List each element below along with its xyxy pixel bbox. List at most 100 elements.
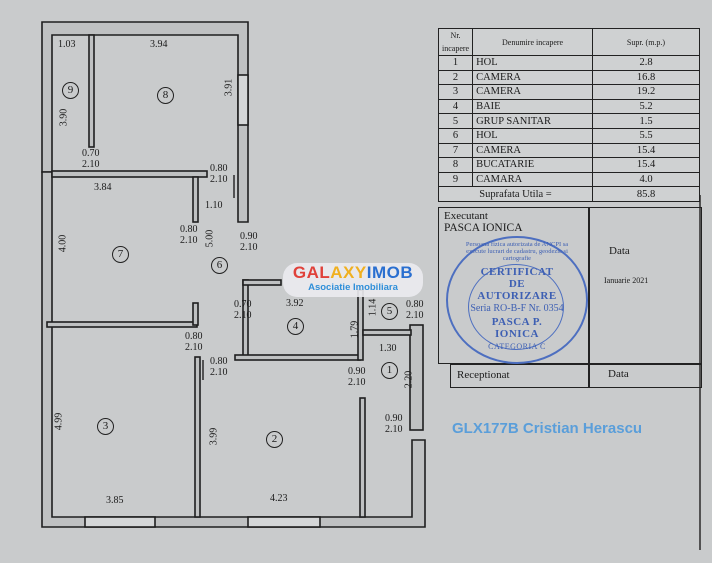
data-value: Ianuarie 2021	[604, 276, 649, 285]
stamp-line: AUTORIZARE	[477, 290, 557, 302]
dim-label: 2.20	[403, 370, 415, 389]
wall-3-2	[194, 356, 201, 518]
row-area: 15.4	[592, 142, 700, 159]
dim-label: 3.85	[106, 495, 124, 506]
receptionat-box	[450, 364, 590, 388]
total-label: Suprafata Utila =	[438, 186, 593, 202]
stamp-line: IONICA	[495, 328, 539, 340]
room-number: 5	[381, 303, 398, 320]
wall-2-1	[359, 397, 366, 518]
room-number: 7	[112, 246, 129, 263]
authorization-stamp: Persoana fizica autorizata de ANCPI sa e…	[446, 236, 588, 364]
dim-label: 3.90	[58, 108, 70, 127]
total-value: 85.8	[592, 186, 700, 202]
room-number: 4	[287, 318, 304, 335]
room-number: 1	[381, 362, 398, 379]
wall-7-hall	[192, 176, 199, 223]
room-number: 3	[97, 418, 114, 435]
stamp-category: CATEGORIA C	[488, 342, 546, 351]
total-row: Suprafata Utila = 85.8	[438, 186, 700, 202]
stamp-line: DE	[508, 278, 526, 290]
table-header: Nr. incapere Denumire incapere Supr. (m.…	[437, 28, 700, 56]
window	[84, 516, 156, 528]
wall-hall	[192, 302, 199, 326]
wall-9-8	[88, 34, 95, 148]
data2-label: Data	[608, 368, 629, 380]
rooms-table: Nr. incapere Denumire incapere Supr. (m.…	[437, 28, 700, 202]
receptionat-label: Receptionat	[457, 369, 510, 381]
dim-label: 1.14	[367, 298, 379, 317]
dim-label: 3.84	[94, 182, 112, 193]
dim-label: 1.30	[379, 343, 397, 354]
executant-label: Executant	[444, 210, 488, 222]
wall-4-bottom	[234, 354, 361, 361]
row-area: 19.2	[592, 84, 700, 100]
row-name: HOL	[472, 127, 593, 144]
stamp-line: CERTIFICAT	[480, 266, 554, 278]
dim-label: 1.10	[205, 200, 223, 211]
row-name: CAMERA	[472, 69, 593, 86]
header-nr: Nr. incapere	[437, 28, 474, 56]
dim-label: 3.99	[208, 427, 220, 446]
row-name: CAMARA	[472, 171, 593, 188]
row-nr: 9	[437, 171, 474, 188]
room-number: 2	[266, 431, 283, 448]
agent-watermark: GLX177B Cristian Herascu	[452, 420, 643, 437]
dim-label: 1.03	[58, 39, 76, 50]
wall-8-7	[51, 170, 208, 178]
row-nr: 5	[437, 113, 474, 129]
executant-name: PASCA IONICA	[444, 222, 523, 234]
room-number: 8	[157, 87, 174, 104]
brand-tagline: Asociatie Imobiliara	[308, 282, 398, 293]
wall-4-top	[242, 279, 282, 286]
data-box	[588, 207, 702, 364]
row-name: BAIE	[472, 98, 593, 115]
stamp-ring-text: Persoana fizica autorizata de ANCPI sa e…	[465, 241, 569, 262]
row-nr: 8	[437, 157, 474, 173]
data2-box	[588, 364, 702, 388]
dim-label: 5.00	[204, 229, 216, 248]
row-area: 1.5	[592, 113, 700, 129]
stamp-line: PASCA P.	[491, 316, 543, 328]
row-nr: 4	[437, 98, 474, 115]
dim-label: 4.00	[57, 234, 69, 253]
row-name: HOL	[472, 55, 593, 71]
brand-name: GALAXYIMOB	[292, 263, 414, 282]
row-name: GRUP SANITAR	[472, 113, 593, 129]
stamp-serial: Seria RO-B-F Nr. 0354	[470, 303, 564, 314]
dim-label: 4.99	[53, 412, 65, 431]
wall-7-3	[46, 321, 198, 328]
galaxyimob-logo: GALAXYIMOB Asociatie Imobiliara	[283, 263, 423, 297]
dim-label: 3.91	[223, 78, 235, 97]
row-nr: 1	[437, 55, 474, 71]
window	[247, 516, 321, 528]
room-number: 9	[62, 82, 79, 99]
row-nr: 2	[437, 69, 474, 86]
wall-1-right	[409, 324, 424, 431]
row-area: 16.8	[592, 69, 700, 86]
row-area: 5.5	[592, 127, 700, 144]
row-area: 4.0	[592, 171, 700, 188]
row-nr: 6	[437, 127, 474, 144]
window	[237, 74, 249, 126]
dim-label: 3.94	[150, 39, 168, 50]
room-number: 6	[211, 257, 228, 274]
row-name: CAMERA	[472, 84, 593, 100]
row-area: 15.4	[592, 157, 700, 173]
